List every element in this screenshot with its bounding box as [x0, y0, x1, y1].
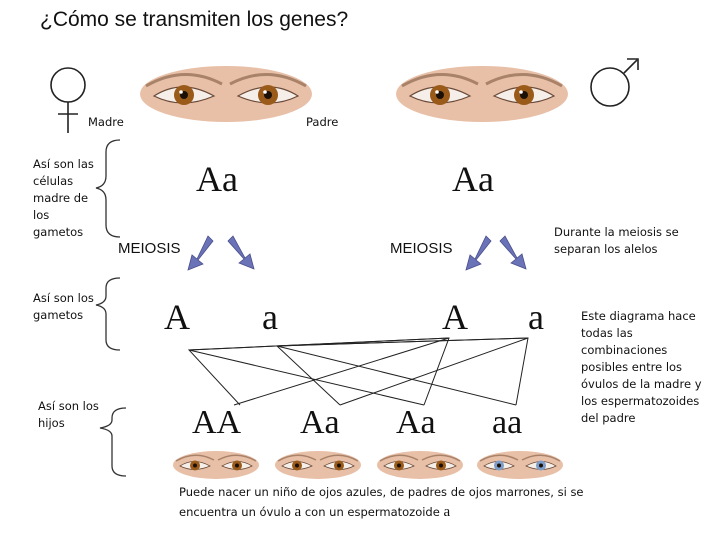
father-genotype: Aa — [452, 159, 494, 199]
child-genotype-2: Aa — [300, 404, 340, 441]
mother-label: Madre — [88, 115, 124, 129]
child-eyes-3 — [374, 451, 466, 479]
conclusion-line-1: Puede nacer un niño de ojos azules, de p… — [179, 485, 584, 499]
side-label-children: Así son los hijos — [38, 399, 99, 430]
child-eyes-2 — [272, 451, 364, 479]
father-gamete-A: A — [442, 297, 468, 337]
allele-a-ovule: a — [294, 504, 302, 520]
male-symbol-icon — [590, 58, 639, 107]
allele-a-sperm: a — [443, 504, 451, 520]
child-genotype-1: AA — [192, 404, 242, 441]
bracket-children — [99, 407, 127, 477]
female-symbol-icon — [50, 67, 86, 133]
side-note: Este diagrama hace todas las combinacion… — [581, 309, 702, 425]
meiosis-label-right: MEIOSIS — [390, 240, 453, 257]
side-label-stem-cells: Así son las células madre de los gametos — [33, 157, 94, 239]
page-title: ¿Cómo se transmiten los genes? — [40, 8, 349, 31]
meiosis-note: Durante la meiosis se separan los alelos — [554, 225, 679, 256]
father-eyes — [396, 66, 568, 122]
meiosis-arrows — [187, 235, 527, 271]
conclusion-line-2-start: encuentra un óvulo — [179, 505, 295, 519]
mother-gamete-a: a — [262, 297, 278, 337]
mother-gamete-A: A — [164, 297, 190, 337]
child-eyes-1 — [170, 451, 262, 479]
conclusion-line-2: encuentra un óvulo a con un espermatozoi… — [179, 504, 450, 521]
cross-lines — [187, 337, 529, 406]
child-genotype-4: aa — [492, 404, 523, 441]
child-eyes-4 — [474, 451, 566, 479]
father-gamete-a: a — [528, 297, 544, 337]
mother-eyes — [140, 66, 312, 122]
bracket-stem-cells — [95, 139, 121, 238]
mother-genotype: Aa — [196, 159, 238, 199]
child-genotype-3: Aa — [396, 404, 436, 441]
side-label-gametes: Así son los gametos — [33, 291, 94, 322]
bracket-gametes — [95, 277, 121, 351]
conclusion-line-2-middle: con un espermatozoide — [301, 505, 444, 519]
father-label: Padre — [306, 115, 339, 129]
meiosis-label-left: MEIOSIS — [118, 240, 181, 257]
